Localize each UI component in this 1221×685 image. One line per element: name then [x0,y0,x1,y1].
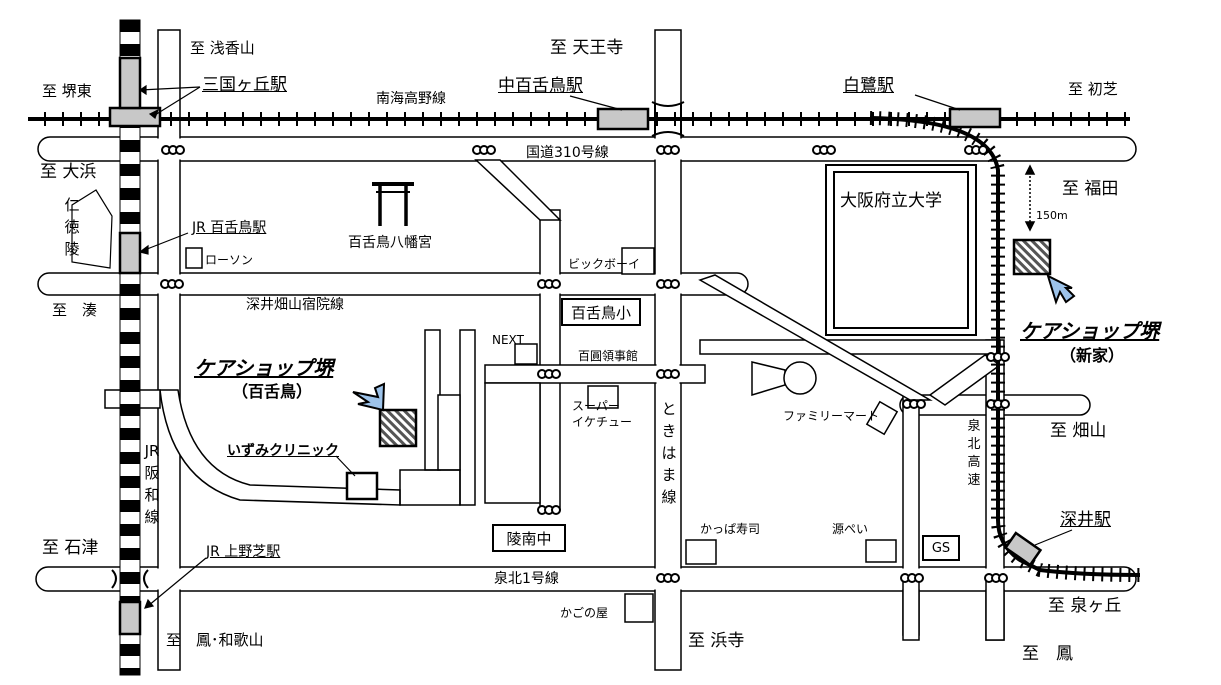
dir-ishizu: 至 石津 [42,538,99,558]
landmark-ryonan-junior: 陵南中 [492,524,566,552]
dir-otori-wakayama: 至 鳳･和歌山 [166,631,264,649]
leader-lines [71,84,1073,609]
station-mikunigaoka-label: 三国ヶ丘駅 [202,75,287,95]
station-jr-kaminoshiba-label: JR 上野芝駅 [206,544,281,560]
shop-mozu-branch: （百舌鳥） [232,382,313,401]
station-jr-mozu-label: JR 百舌鳥駅 [192,220,267,236]
dir-hatayama: 至 畑山 [1050,421,1107,441]
landmark-super-ikechu: スーパー イケチュー [572,399,633,429]
overpass-symbol [651,101,685,137]
road-diagonal-east [698,274,933,401]
shop-shinke-branch: （新家） [1060,346,1125,365]
station-nakamozu-block [596,107,650,131]
station-fukai-block [1003,531,1043,567]
road-mozu-diagonal [539,209,561,511]
line-tokiwama: ときはま線 [661,400,677,506]
kagonoya-box [624,593,654,623]
road-diagonal-310 [474,159,562,221]
park-symbol [751,361,817,397]
line-route310: 国道310号線 [526,145,609,161]
landmark-distance: 150m [1036,209,1068,222]
dir-hatsushiba: 至 初芝 [1068,80,1118,98]
station-jr-kaminoshiba-block [118,600,142,636]
line-jr-hanwa: JR阪和線 [144,442,160,526]
station-jr-mozu-block [118,231,142,275]
dir-otori: 至 鳳 [1022,644,1073,664]
distance-indicator [1024,164,1036,232]
line-nankai-koya: 南海高野線 [376,91,446,107]
rail-nankai-koya [28,112,1130,126]
station-fukai-label: 深井駅 [1060,510,1111,530]
station-mikunigaoka-block [108,106,162,128]
landmark-izumi-clinic: いずみクリニック [227,443,339,459]
shop-shinke-name: ケアショップ堺 [1020,319,1160,343]
bigboy-box [621,247,655,275]
landmark-genpei: 源ぺい [832,522,869,536]
dir-fukuda: 至 福田 [1062,179,1119,199]
station-markers [108,56,1043,636]
genpei-box [865,539,897,563]
rail-jr-hanwa [119,19,141,676]
station-nakamozu-label: 中百舌鳥駅 [498,76,583,96]
landmark-kagonoya: かごの屋 [560,606,609,620]
arrow-mozu-icon [352,382,386,412]
landmark-gs: GS [922,535,960,561]
shop-mozu-name: ケアショップ堺 [194,356,334,380]
station-shirasagi-label: 白鷺駅 [843,76,894,96]
dir-minato: 至 湊 [52,301,98,319]
shop-mozu-marker [378,408,418,448]
clinic-box [345,471,379,501]
station-mikunigaoka-jr-block [118,56,142,110]
landmark-bigboy: ビックボーイ [568,257,641,271]
landmark-family-mart: ファミリーマート [783,409,880,423]
line-fukai-hatayama: 深井畑山宿院線 [246,297,344,313]
landmark-mozu-elementary: 百舌鳥小 [561,298,641,326]
dir-asakayama: 至 浅香山 [190,39,255,57]
road-univ-south [699,339,1001,355]
landmark-kappa-sushi: かっぱ寿司 [700,522,761,536]
landmark-nintoku: 仁徳陵 [64,196,80,258]
dir-sakaihigashi: 至 堺東 [42,82,92,100]
dir-ohama: 至 大浜 [40,162,97,182]
university-inner [833,171,969,329]
line-senboku1: 泉北1号線 [494,571,559,587]
landmark-mozu-hachimangu: 百舌鳥八幡宮 [348,235,432,251]
traffic-signals [160,145,1010,583]
dir-izumigaoka: 至 泉ヶ丘 [1048,596,1122,616]
torii-icon [372,182,414,226]
landmark-next: NEXT [492,333,524,347]
rail-senboku-kosoku [869,111,1141,582]
dir-hamadera: 至 浜寺 [688,631,745,651]
landmark-lawson: ローソン [205,253,254,267]
landmark-mozu-ryoji: 百圓領事館 [578,349,639,363]
station-shirasagi-block [948,107,1002,129]
next-box [514,343,538,365]
family-mart-box [865,400,899,436]
shop-shinke-marker [1012,238,1052,276]
super-box [587,385,619,409]
landmark-osaka-pref-univ: 大阪府立大学 [840,191,942,211]
kappa-box [685,539,717,565]
arrow-shinke-icon [1046,274,1076,306]
dir-tennoji: 至 天王寺 [550,38,624,58]
lawson-box [185,247,203,269]
line-senboku-kosoku: 泉北高速 [967,419,981,488]
